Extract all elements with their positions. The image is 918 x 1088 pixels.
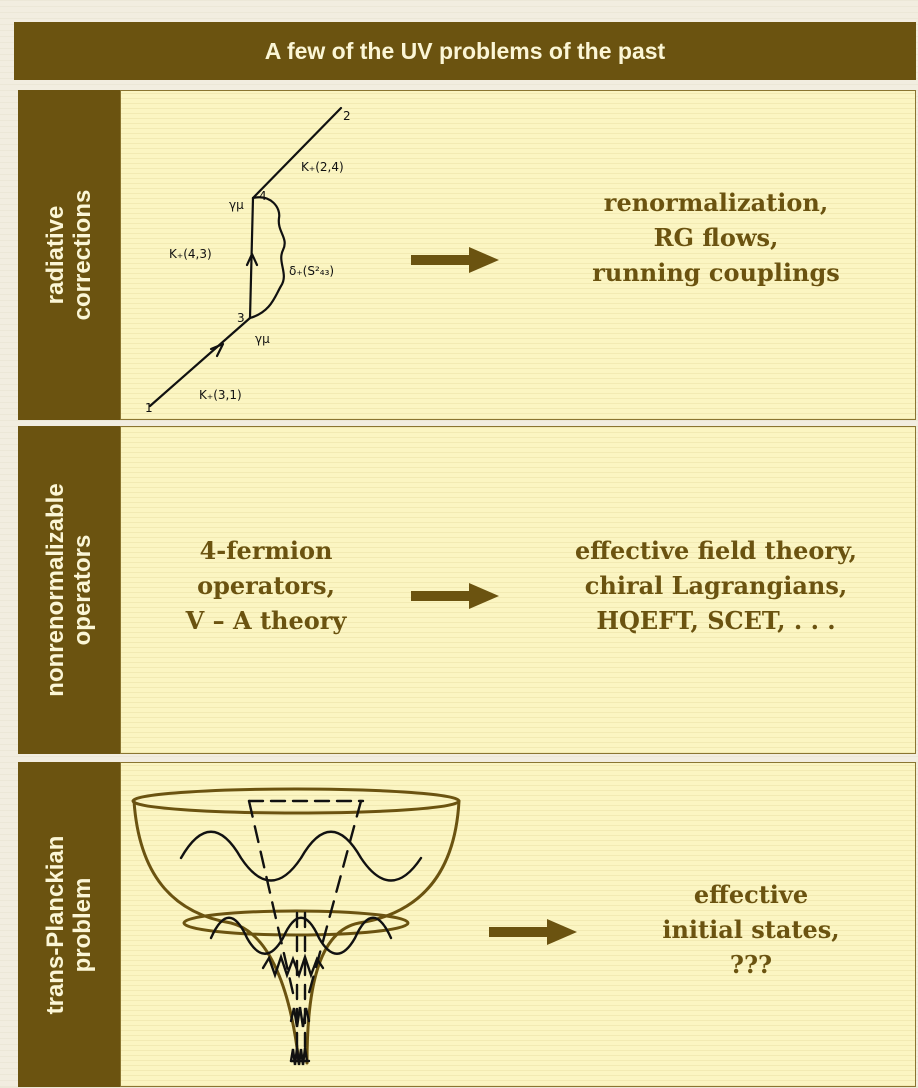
vertex-label: 3 bbox=[237, 311, 245, 325]
row-label-line: problem bbox=[69, 877, 96, 972]
row-label-line: operators bbox=[69, 534, 96, 646]
vertex-factor-label: γμ bbox=[229, 198, 244, 212]
row-label-band: nonrenormalizable operators bbox=[18, 426, 120, 754]
row-content-panel: 1 2 3 4 K₊(2,4) K₊(4,3) K₊(3,1) δ₊(S²₄₃)… bbox=[120, 90, 916, 420]
arrow-marker-icon bbox=[245, 252, 259, 267]
source-line: operators, bbox=[197, 571, 335, 600]
result-line: initial states, bbox=[662, 915, 840, 944]
vertex-label: 1 bbox=[145, 401, 153, 415]
mode-wave bbox=[289, 1006, 311, 1028]
propagator-label: δ₊(S²₄₃) bbox=[289, 264, 334, 278]
feynman-diagram: 1 2 3 4 K₊(2,4) K₊(4,3) K₊(3,1) δ₊(S²₄₃)… bbox=[145, 106, 351, 415]
row-content-panel: 4-fermion operators, V – A theory effect… bbox=[120, 426, 916, 754]
result-line: effective bbox=[693, 880, 809, 909]
row-label: nonrenormalizable operators bbox=[42, 483, 96, 696]
result-line: ??? bbox=[729, 950, 773, 979]
mode-wave bbox=[209, 916, 393, 955]
result-text: renormalization, RG flows, running coupl… bbox=[521, 185, 911, 290]
propagator-label: K₊(3,1) bbox=[199, 388, 242, 402]
row-nonrenormalizable-operators: nonrenormalizable operators 4-fermion op… bbox=[18, 426, 916, 754]
right-arrow-icon bbox=[411, 583, 499, 609]
propagator-label: K₊(4,3) bbox=[169, 247, 212, 261]
result-text: effective field theory, chiral Lagrangia… bbox=[521, 533, 911, 638]
result-line: chiral Lagrangians, bbox=[584, 571, 848, 600]
vertex-label: 4 bbox=[259, 189, 267, 203]
row-label-line: nonrenormalizable bbox=[42, 483, 69, 697]
mode-wave bbox=[179, 830, 423, 882]
propagator-line bbox=[251, 106, 343, 200]
right-arrow-icon bbox=[411, 247, 499, 273]
result-line: running couplings bbox=[592, 258, 840, 287]
result-line: HQEFT, SCET, . . . bbox=[596, 606, 836, 635]
mode-wave bbox=[289, 1047, 309, 1066]
slide-title: A few of the UV problems of the past bbox=[14, 22, 916, 80]
propagator-line bbox=[148, 316, 252, 408]
funnel-slice bbox=[182, 909, 410, 937]
photon-loop bbox=[248, 196, 286, 320]
arrow-marker-icon bbox=[209, 342, 225, 358]
row-radiative-corrections: radiative corrections 1 2 3 4 K₊(2,4) K₊… bbox=[18, 90, 916, 420]
row-label-band: radiative corrections bbox=[18, 90, 120, 420]
source-line: 4-fermion bbox=[199, 536, 333, 565]
inflation-funnel-diagram bbox=[131, 787, 461, 1066]
propagator-line bbox=[248, 196, 255, 320]
source-line: V – A theory bbox=[185, 606, 347, 635]
vertex-factor-label: γμ bbox=[255, 332, 270, 346]
funnel-wall bbox=[132, 799, 301, 1065]
row-trans-planckian-problem: trans-Planckian problem bbox=[18, 762, 916, 1087]
propagator-label: K₊(2,4) bbox=[301, 160, 344, 174]
row-label-line: trans-Planckian bbox=[42, 835, 69, 1014]
row-label-line: corrections bbox=[69, 189, 96, 321]
result-text: effective initial states, ??? bbox=[581, 877, 918, 982]
horizon-line bbox=[247, 799, 295, 995]
result-line: effective field theory, bbox=[574, 536, 858, 565]
row-label-band: trans-Planckian problem bbox=[18, 762, 120, 1087]
funnel-wall bbox=[305, 799, 461, 1065]
row-content-panel: effective initial states, ??? bbox=[120, 762, 916, 1087]
horizon-line bbox=[307, 799, 363, 995]
row-label-line: radiative bbox=[42, 205, 69, 305]
result-line: RG flows, bbox=[653, 223, 779, 252]
right-arrow-icon bbox=[489, 919, 577, 945]
vertex-label: 2 bbox=[343, 109, 351, 123]
row-label: radiative corrections bbox=[42, 190, 96, 321]
source-text: 4-fermion operators, V – A theory bbox=[141, 533, 391, 638]
row-label: trans-Planckian problem bbox=[42, 835, 96, 1014]
result-line: renormalization, bbox=[603, 188, 829, 217]
mode-wave bbox=[261, 953, 325, 979]
